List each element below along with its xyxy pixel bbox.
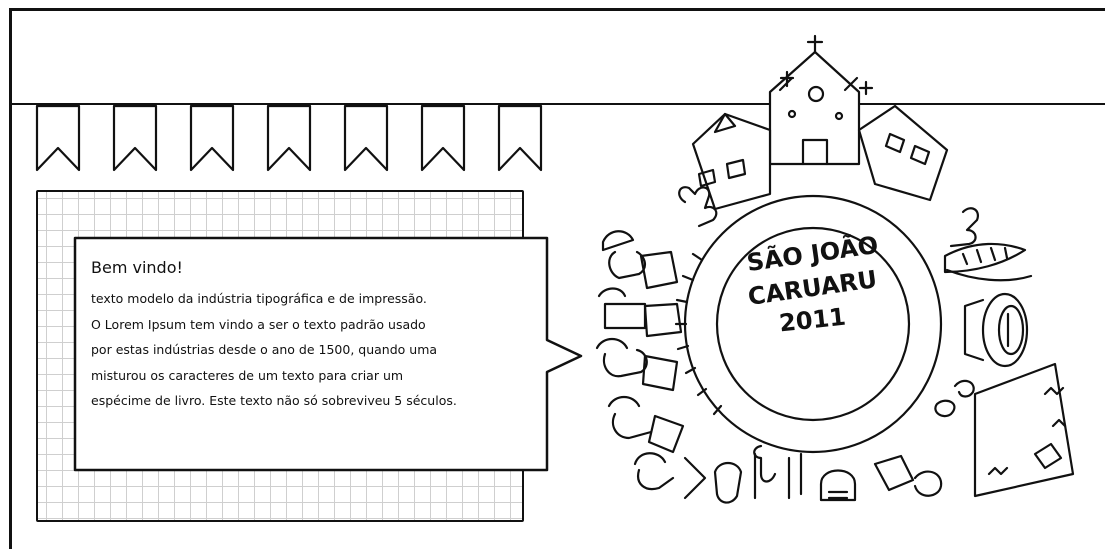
welcome-text-line: misturou os caracteres de um texto para … bbox=[91, 367, 404, 383]
welcome-bubble: Bem vindo! texto modelo da indústria tip… bbox=[73, 236, 583, 472]
welcome-text-line: O Lorem Ipsum tem vindo a ser o texto pa… bbox=[91, 316, 426, 332]
bunting-flag-icon bbox=[343, 104, 389, 172]
bunting-flag-icon bbox=[189, 104, 235, 172]
welcome-title: Bem vindo! bbox=[91, 258, 183, 277]
emblem-illustration bbox=[595, 34, 1075, 504]
bunting-flags bbox=[35, 104, 543, 172]
drum-icon bbox=[963, 292, 1029, 368]
bunting-flag-icon bbox=[112, 104, 158, 172]
house-icon bbox=[691, 112, 772, 211]
welcome-text-line: espécime de livro. Este texto não só sob… bbox=[91, 393, 457, 409]
header-divider bbox=[12, 103, 1105, 105]
sao-joao-emblem: SÃO JOÃO CARUARU 2011 bbox=[575, 34, 1105, 549]
emblem-title: SÃO JOÃO CARUARU 2011 bbox=[720, 231, 905, 337]
bunting-flag-icon bbox=[266, 104, 312, 172]
ring-ticks bbox=[674, 252, 723, 416]
speech-bubble-shape bbox=[73, 236, 583, 472]
dancer-icon bbox=[595, 230, 943, 504]
corn-icon bbox=[943, 242, 1033, 282]
cactus-icon bbox=[678, 186, 979, 483]
welcome-text-line: por estas indústrias desde o ano de 1500… bbox=[91, 342, 438, 358]
bunting-flag-icon bbox=[497, 104, 543, 172]
church-icon bbox=[768, 34, 874, 166]
bunting-flag-icon bbox=[420, 104, 466, 172]
kite-icon bbox=[934, 362, 1075, 498]
page-frame bbox=[9, 8, 1105, 549]
welcome-text-line: texto modelo da indústria tipográfica e … bbox=[91, 291, 427, 306]
house-icon bbox=[857, 104, 949, 202]
bunting-flag-icon bbox=[35, 104, 81, 172]
